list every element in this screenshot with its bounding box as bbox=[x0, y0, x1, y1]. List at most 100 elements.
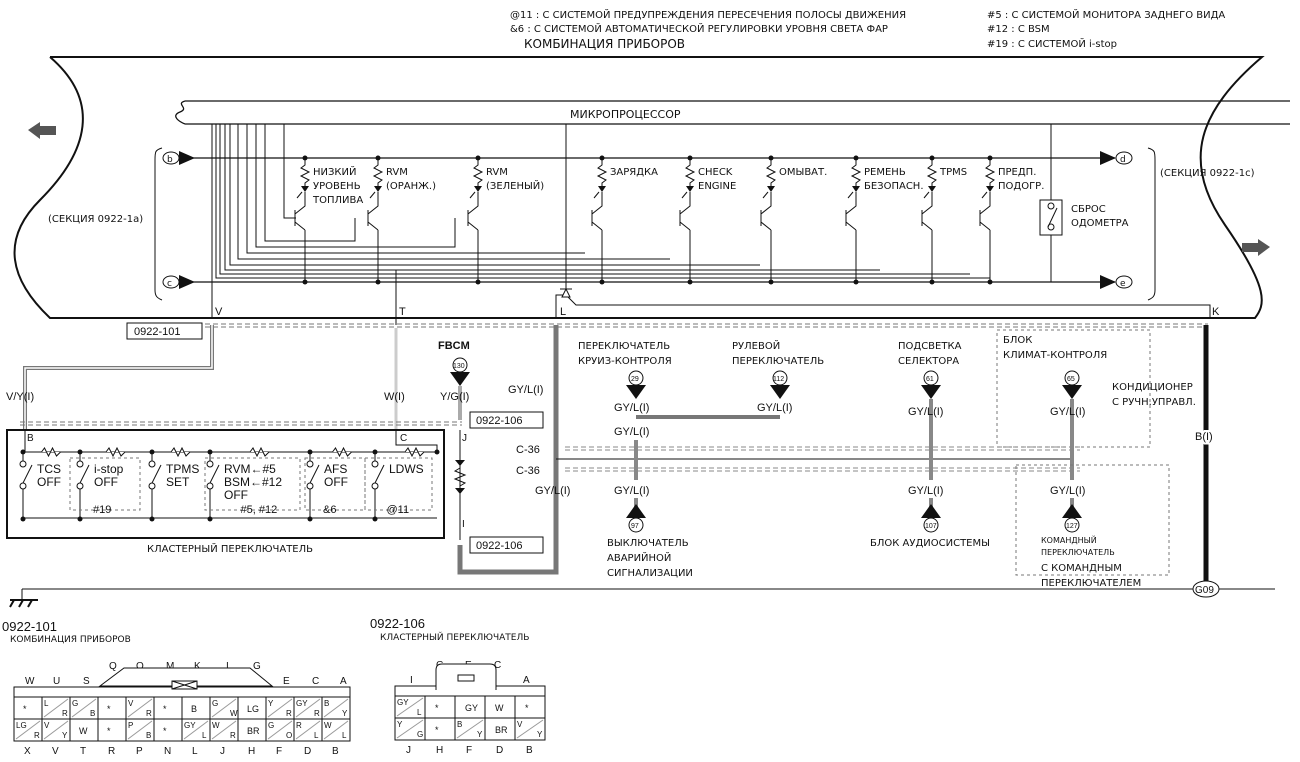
svg-text:КОНДИЦИОНЕР: КОНДИЦИОНЕР bbox=[1112, 382, 1193, 393]
svg-text:T: T bbox=[80, 746, 86, 757]
svg-text:КЛИМАТ-КОНТРОЛЯ: КЛИМАТ-КОНТРОЛЯ bbox=[1003, 350, 1107, 361]
svg-text:СБРОС: СБРОС bbox=[1071, 204, 1106, 215]
face101-code: 0922-101 bbox=[2, 619, 57, 634]
svg-text:W: W bbox=[25, 676, 35, 687]
pin-cell: B bbox=[181, 696, 211, 720]
svg-text:112: 112 bbox=[773, 376, 784, 383]
svg-text:D: D bbox=[304, 746, 311, 757]
svg-text:РУЛЕВОЙ: РУЛЕВОЙ bbox=[732, 339, 780, 352]
pin-cell: BR bbox=[237, 718, 267, 742]
svg-text:Y: Y bbox=[62, 731, 68, 740]
svg-text:G: G bbox=[268, 721, 274, 730]
pin-cell: * bbox=[153, 696, 183, 720]
pin-cell: BY bbox=[321, 696, 351, 720]
switch-label: OFF bbox=[37, 475, 61, 489]
svg-text:I: I bbox=[462, 519, 465, 530]
pin-cell: LGR bbox=[13, 718, 43, 742]
pin-cell: VR bbox=[125, 696, 155, 720]
svg-text:GY: GY bbox=[184, 721, 196, 730]
svg-text:V: V bbox=[517, 720, 523, 729]
svg-text:J: J bbox=[406, 745, 411, 756]
svg-text:A: A bbox=[523, 675, 530, 686]
svg-text:61: 61 bbox=[926, 376, 934, 383]
svg-text:*: * bbox=[163, 726, 167, 736]
svg-text:W: W bbox=[495, 703, 504, 713]
svg-text:J: J bbox=[220, 746, 225, 757]
svg-text:L: L bbox=[202, 731, 207, 740]
left-arrow-icon bbox=[28, 122, 56, 139]
svg-text:GY/L(I): GY/L(I) bbox=[614, 402, 649, 414]
svg-text:GY/L(I): GY/L(I) bbox=[1050, 406, 1085, 418]
switch-label: AFS bbox=[324, 462, 347, 476]
lamp-label: (ЗЕЛЕНЫЙ) bbox=[486, 179, 544, 192]
svg-text:V: V bbox=[52, 746, 59, 757]
face106-title: КЛАСТЕРНЫЙ ПЕРЕКЛЮЧАТЕЛЬ bbox=[380, 631, 529, 643]
note-11: @11 : С СИСТЕМОЙ ПРЕДУПРЕЖДЕНИЯ ПЕРЕСЕЧЕ… bbox=[510, 8, 906, 21]
switch-label: RVM←#5 bbox=[224, 462, 276, 476]
svg-text:R: R bbox=[296, 721, 302, 730]
svg-text:B: B bbox=[332, 746, 339, 757]
switch-group-label: @11 bbox=[387, 504, 410, 516]
svg-text:GY/L(I): GY/L(I) bbox=[614, 485, 649, 497]
pin-cell: * bbox=[153, 718, 183, 742]
svg-text:N: N bbox=[164, 746, 171, 757]
microprocessor-block bbox=[175, 100, 1290, 125]
svg-text:d: d bbox=[1120, 155, 1126, 165]
pin-cell: GY bbox=[454, 695, 486, 719]
svg-text:P: P bbox=[136, 746, 143, 757]
svg-text:0922-106: 0922-106 bbox=[476, 540, 523, 552]
pin-cell: RL bbox=[293, 718, 323, 742]
svg-text:АВАРИЙНОЙ: АВАРИЙНОЙ bbox=[607, 551, 671, 564]
wire-w-label: W(I) bbox=[384, 391, 405, 403]
lamp: RVM(ОРАНЖ.) bbox=[367, 155, 436, 285]
svg-text:S: S bbox=[83, 676, 90, 687]
switch-label: OFF bbox=[224, 488, 248, 502]
svg-text:D: D bbox=[496, 745, 503, 756]
lamp: RVM(ЗЕЛЕНЫЙ) bbox=[467, 155, 544, 285]
wire-vy-label: V/Y(I) bbox=[6, 391, 34, 403]
svg-text:Y: Y bbox=[397, 720, 403, 729]
pin-cell: * bbox=[97, 696, 127, 720]
pin-v: V bbox=[215, 306, 223, 318]
svg-text:C: C bbox=[400, 433, 407, 444]
switch-label: OFF bbox=[324, 475, 348, 489]
svg-text:ПОДСВЕТКА: ПОДСВЕТКА bbox=[898, 341, 962, 352]
svg-text:E: E bbox=[283, 676, 290, 687]
audio-connector: 107 bbox=[921, 504, 941, 533]
switch-group-label: &6 bbox=[323, 504, 336, 516]
lamp-label: НИЗКИЙ bbox=[313, 165, 356, 178]
bus-d: d bbox=[1100, 151, 1133, 165]
switch-label: BSM←#12 bbox=[224, 475, 282, 489]
wire-yg-label: Y/G(I) bbox=[440, 391, 469, 403]
wire-gyl-main bbox=[457, 325, 559, 575]
svg-text:GY: GY bbox=[397, 698, 409, 707]
cluster-outline bbox=[50, 56, 1265, 319]
fbcm-label: FBCM bbox=[438, 340, 470, 352]
svg-text:W: W bbox=[79, 726, 88, 736]
cruise-connector: 29 bbox=[626, 370, 646, 399]
switch-group-label: #5, #12 bbox=[241, 504, 278, 516]
bus-b: b bbox=[162, 151, 195, 165]
svg-text:L: L bbox=[342, 731, 347, 740]
cluster-title: КОМБИНАЦИЯ ПРИБОРОВ bbox=[524, 37, 685, 51]
svg-text:*: * bbox=[23, 704, 27, 714]
svg-text:GY/L(I): GY/L(I) bbox=[508, 384, 543, 396]
svg-text:G: G bbox=[212, 699, 218, 708]
pin-cell: GYR bbox=[293, 696, 323, 720]
svg-text:*: * bbox=[107, 704, 111, 714]
pin-cell: YR bbox=[265, 696, 295, 720]
svg-text:ВЫКЛЮЧАТЕЛЬ: ВЫКЛЮЧАТЕЛЬ bbox=[607, 538, 689, 549]
svg-text:*: * bbox=[525, 703, 529, 713]
svg-text:R: R bbox=[62, 709, 68, 718]
lamp: ОМЫВАТ. bbox=[760, 155, 827, 285]
switch: LDWS bbox=[371, 449, 424, 522]
svg-text:K: K bbox=[194, 661, 201, 672]
pin-cell: LR bbox=[41, 696, 71, 720]
